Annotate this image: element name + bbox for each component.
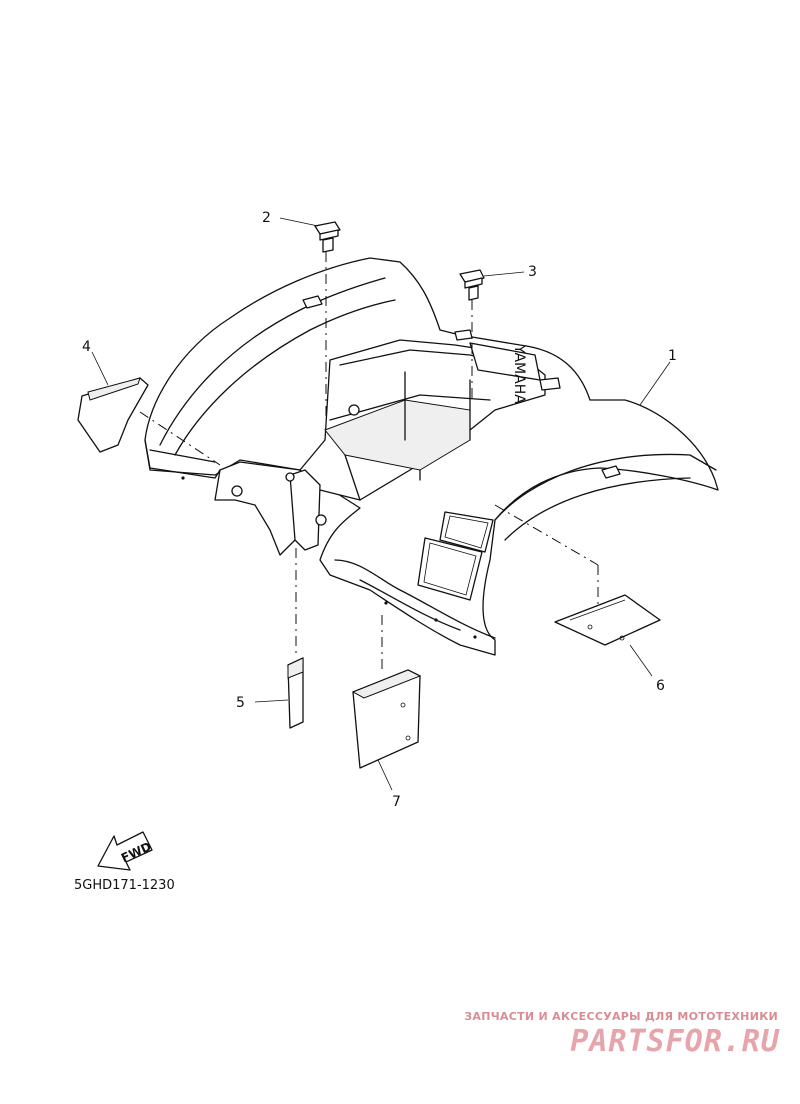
callout-2: 2 xyxy=(262,210,271,226)
drawing-code: 5GHD171-1230 xyxy=(74,878,175,893)
strip-5 xyxy=(287,548,304,729)
mud-flap-4 xyxy=(77,377,221,466)
guard-7 xyxy=(351,615,422,769)
callout-3: 3 xyxy=(528,264,537,280)
watermark-logo: PARTSFOR.RU xyxy=(570,1024,780,1059)
callout-5: 5 xyxy=(236,695,245,711)
watermark-tagline: ЗАПЧАСТИ И АКСЕССУАРЫ ДЛЯ МОТОТЕХНИКИ xyxy=(464,1010,778,1023)
leader-lines xyxy=(91,217,671,791)
fwd-arrow-icon: FWD xyxy=(97,831,153,871)
yamaha-brand-text: YAMAHA xyxy=(511,344,527,404)
plate-6 xyxy=(494,504,661,646)
bolt-2 xyxy=(314,221,341,420)
rear-fender: YAMAHA xyxy=(144,257,719,656)
callout-1: 1 xyxy=(668,348,677,364)
callout-numbers: 2 3 4 1 5 6 7 xyxy=(82,210,677,810)
callout-4: 4 xyxy=(82,339,91,355)
callout-6: 6 xyxy=(656,678,665,694)
bolt-3 xyxy=(459,269,485,400)
callout-7: 7 xyxy=(392,794,401,810)
